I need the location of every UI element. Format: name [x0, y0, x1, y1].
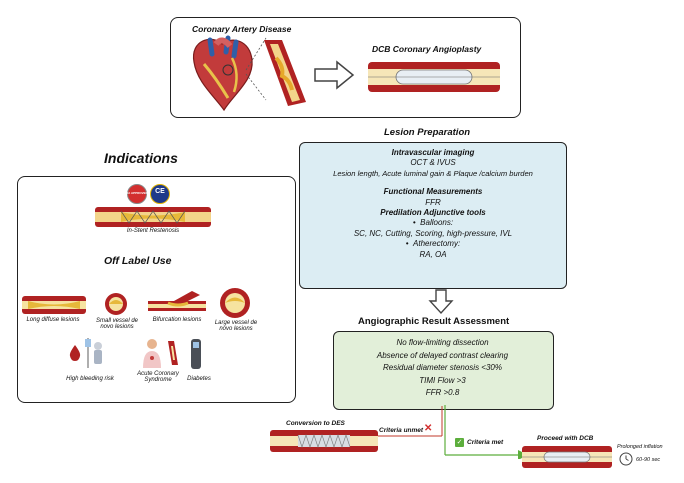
check-icon: ✓ [455, 438, 464, 447]
bullet: • [412, 218, 421, 228]
dcb-result-vessel [522, 446, 612, 468]
heart-icon [193, 35, 253, 112]
balloons-label-text: Balloons: [420, 218, 454, 228]
fda-badge-text: FDA APPROVED [124, 191, 148, 195]
arrow-right-icon [314, 60, 355, 90]
small-vessel-icon [105, 293, 127, 315]
predil-title: Predilation Adjunctive tools [380, 208, 486, 218]
assessment-title: Angiographic Result Assessment [358, 316, 510, 327]
imaging-line2: Lesion length, Acute luminal gain & Plaq… [333, 168, 533, 178]
assessment-content: No flow-limiting dissection Absence of d… [333, 337, 552, 400]
des-stent-vessel [270, 430, 378, 452]
iv-stand-icon [85, 338, 102, 368]
isr-vessel [95, 207, 211, 227]
balloons-label: • Balloons: [300, 218, 566, 228]
ce-badge [150, 184, 170, 204]
functional-title: Functional Measurements [383, 187, 483, 197]
unmet-label: Criteria unmet [379, 427, 424, 434]
assessment-line: Residual diameter stenosis <30% [383, 363, 502, 373]
assessment-panel [333, 331, 554, 410]
acs-patient-icon [143, 339, 161, 368]
zoom-lines [245, 37, 267, 101]
imaging-line1: OCT & IVUS [410, 158, 456, 168]
met-arrow [444, 405, 528, 459]
cross-icon: ✕ [424, 423, 433, 434]
clock-icon [619, 452, 633, 466]
fda-approved-badge [127, 184, 147, 204]
off-label-title: Off Label Use [104, 255, 172, 267]
lesion-prep-panel [299, 142, 567, 289]
des-label: Conversion to DES [286, 420, 345, 427]
prolonged-label: Prolonged inflation [617, 444, 663, 450]
offlabel-item-label: Bifurcation lesions [152, 317, 202, 323]
dcb-title: DCB Coronary Angioplasty [372, 44, 482, 54]
offlabel-item-label: Large vessel de novo lesions [214, 320, 258, 332]
ce-badge-text: CE [155, 188, 165, 195]
blood-drop-icon [69, 345, 81, 361]
atherectomy-list: RA, OA [419, 249, 447, 259]
acs-vessel-icon [168, 341, 178, 365]
offlabel-item-label: Diabetes [187, 376, 211, 382]
imaging-title: Intravascular imaging [391, 148, 475, 157]
atherectomy-label: • Atherectomy: [300, 239, 566, 249]
assessment-line: Absence of delayed contrast clearing [376, 350, 509, 360]
glucometer-icon [191, 339, 201, 369]
bifurcation-icon [148, 291, 206, 311]
offlabel-item-label: High bleeding risk [66, 376, 114, 382]
dcb-label: Proceed with DCB [537, 435, 594, 442]
large-vessel-icon [220, 288, 250, 318]
indications-title: Indications [104, 150, 178, 166]
met-label: Criteria met [467, 439, 504, 446]
offlabel-item-label: Long diffuse lesions [26, 317, 80, 323]
offlabel-item-label: Acute Coronary Syndrome [137, 371, 179, 383]
functional-line: FFR [425, 197, 441, 207]
assessment-line: FFR >0.8 [425, 388, 460, 398]
dcb-balloon-vessel [368, 62, 500, 92]
diseased-vessel-icon [264, 40, 306, 106]
atherectomy-label-text: Atherectomy: [413, 239, 461, 249]
isr-label: In-Stent Restenosis [126, 228, 180, 234]
lesion-prep-title: Lesion Preparation [384, 127, 471, 138]
balloons-list: SC, NC, Cutting, Scoring, high-pressure,… [353, 228, 513, 238]
arrow-down-icon [428, 289, 454, 315]
assessment-line: No flow-limiting dissection [396, 338, 489, 347]
lesion-prep-content: Intravascular imaging OCT & IVUS Lesion … [300, 148, 566, 260]
bullet: • [405, 239, 414, 249]
offlabel-item-label: Small vessel de novo lesions [95, 318, 139, 330]
long-diffuse-lesion-icon [22, 296, 86, 314]
assessment-line: TIMI Flow >3 [419, 375, 466, 385]
cad-title: Coronary Artery Disease [192, 24, 292, 34]
time-label: 60-90 sec [636, 457, 661, 463]
